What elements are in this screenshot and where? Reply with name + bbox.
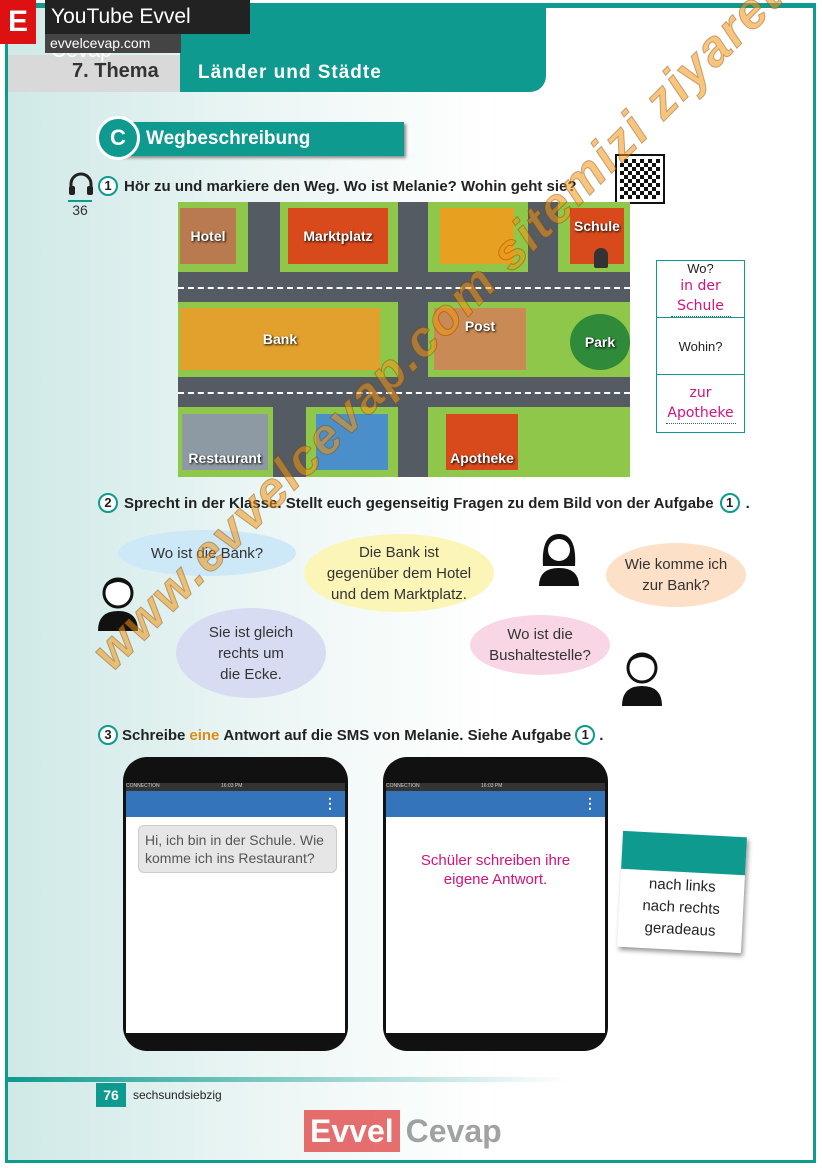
menu-icon[interactable]: ⋮ — [583, 795, 597, 811]
phone-answer: CONNECTION 16:03 PM ⋮ Schüler schreiben … — [383, 757, 608, 1051]
task-instruction: Hör zu und markiere den Weg. Wo ist Mela… — [124, 177, 577, 195]
task-number: 3 — [98, 725, 118, 745]
channel-banner[interactable]: E YouTube Evvel Cevap evvelcevap.com — [0, 0, 250, 62]
speech-bubble: Wo ist die Bank? — [118, 530, 296, 576]
map-label-park: Park — [570, 314, 630, 370]
headphones-icon — [68, 172, 94, 201]
table-row: Wohin? — [657, 318, 744, 375]
task-reference: 1 — [719, 493, 740, 513]
map-label-apotheke: Apotheke — [446, 414, 518, 470]
speech-bubble: Sie ist gleich rechts um die Ecke. — [176, 608, 326, 698]
page-number: 76 — [96, 1083, 126, 1107]
section-bar — [118, 122, 404, 156]
answer-text[interactable]: Schüler schreiben ihre eigene Antwort. — [420, 852, 571, 888]
word-card: nach links nach rechts geradeaus — [617, 830, 747, 954]
speech-bubble: Wie komme ich zur Bank? — [606, 543, 746, 607]
app-bar: ⋮ — [386, 791, 605, 817]
map-label-restaurant: Restaurant — [182, 414, 268, 470]
table-row: Wo?in der Schule — [657, 261, 744, 318]
sms-message: Hi, ich bin in der Schule. Wie komme ich… — [138, 825, 337, 873]
section-letter: C — [96, 116, 140, 160]
table-row: zur Apotheke — [657, 375, 744, 432]
speech-bubble: Die Bank ist gegenüber dem Hotel und dem… — [304, 534, 494, 612]
track-number: 36 — [68, 200, 92, 218]
footer-line — [8, 1077, 568, 1082]
answer-table: Wo?in der Schule Wohin? zur Apotheke — [656, 260, 745, 433]
map-label-hotel: Hotel — [180, 208, 236, 264]
chapter-label: 7. Thema — [72, 60, 159, 82]
channel-name: YouTube Evvel Cevap — [45, 0, 250, 62]
app-bar: ⋮ — [126, 791, 345, 817]
task2-heading: 2 Sprecht in der Klasse. Stellt euch geg… — [98, 493, 750, 513]
task-number: 2 — [98, 493, 118, 513]
page-word: sechsundsiebzig — [133, 1088, 222, 1102]
map-label-bank: Bank — [180, 308, 380, 370]
boy-avatar-icon — [620, 650, 664, 706]
map-building — [440, 208, 514, 264]
task-number: 1 — [98, 176, 118, 196]
task-instruction: Sprecht in der Klasse. Stellt euch gegen… — [124, 494, 714, 512]
speech-bubble: Wo ist die Bushaltestelle? — [470, 615, 610, 675]
boy-avatar-icon — [96, 575, 140, 631]
map-building — [316, 414, 388, 470]
map-label-marktplatz: Marktplatz — [288, 208, 388, 264]
map-label-post: Post — [434, 308, 526, 370]
task3-heading: 3 Schreibe eine Antwort auf die SMS von … — [98, 725, 603, 745]
menu-icon[interactable]: ⋮ — [323, 795, 337, 811]
girl-avatar-icon — [537, 530, 581, 586]
logo-icon: E — [0, 0, 36, 44]
section-title: Wegbeschreibung — [146, 128, 311, 149]
melanie-figure — [594, 248, 608, 268]
qr-code[interactable] — [615, 154, 665, 204]
site-url: evvelcevap.com — [45, 34, 181, 53]
task1-heading: 1 Hör zu und markiere den Weg. Wo ist Me… — [98, 176, 577, 196]
chapter-title: Länder und Städte — [198, 62, 382, 83]
task-reference: 1 — [575, 725, 596, 745]
chapter-tab — [8, 55, 180, 92]
city-map[interactable]: Hotel Marktplatz Schule Bank Post Park R… — [178, 202, 630, 477]
phone-sms: CONNECTION 16:03 PM ⋮ Hi, ich bin in der… — [123, 757, 348, 1051]
